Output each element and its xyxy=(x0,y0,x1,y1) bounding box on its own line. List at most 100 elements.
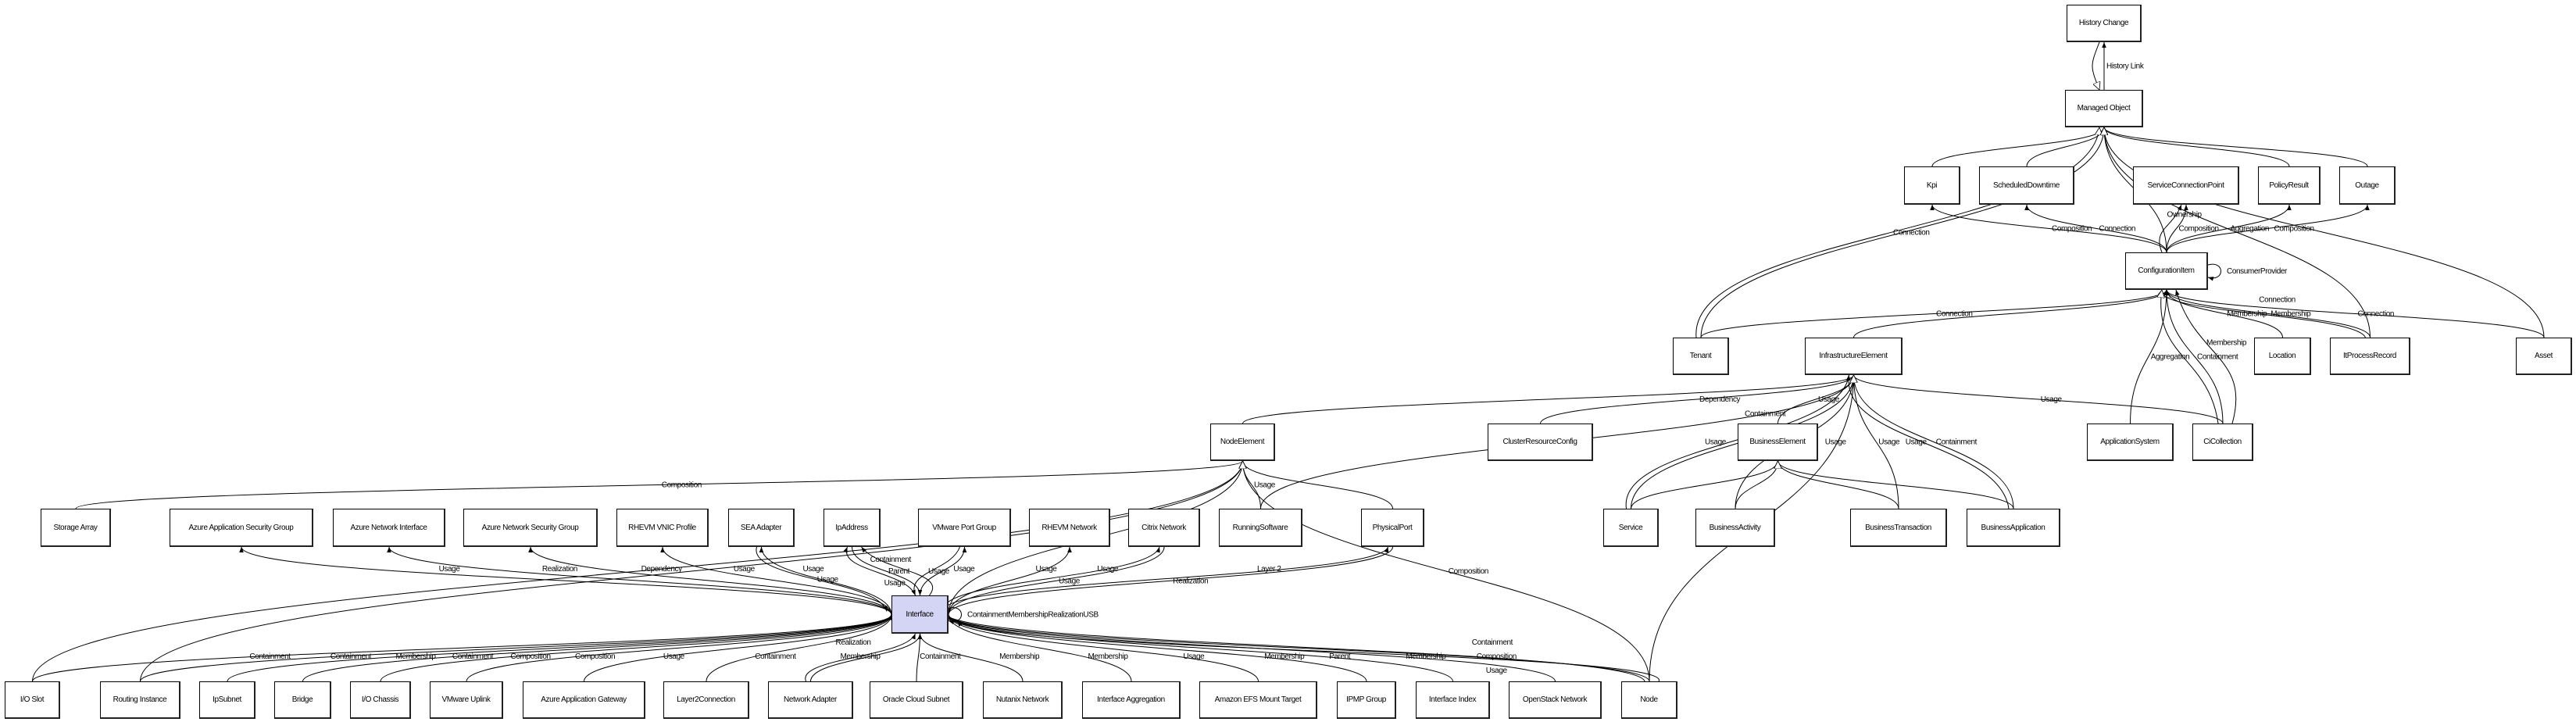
edge-interface-index-to-interface xyxy=(946,614,1453,682)
edge-application-system-to-configuration-item xyxy=(2130,289,2169,424)
edge-service-to-infrastructure-element xyxy=(1625,374,1851,509)
node-physical-port[interactable]: PhysicalPort xyxy=(1361,509,1424,547)
node-label: IPMP Group xyxy=(1346,695,1386,704)
edge-ci-collection-to-configuration-item xyxy=(2161,290,2219,424)
edge-ci-collection-to-configuration-item xyxy=(2164,289,2224,424)
node-business-application[interactable]: BusinessApplication xyxy=(1967,509,2060,547)
node-it-process-record[interactable]: ItProcessRecord xyxy=(2330,338,2410,375)
node-label: ClusterResourceConfig xyxy=(1502,438,1577,446)
edge-interface-to-ip-address xyxy=(843,546,916,596)
node-label: Nutanix Network xyxy=(995,695,1049,704)
edge-running-software-to-node-element xyxy=(1240,460,1261,509)
node-label: NodeElement xyxy=(1220,438,1265,446)
node-label: Interface xyxy=(906,609,934,619)
node-running-software[interactable]: RunningSoftware xyxy=(1219,509,1302,547)
edge-configuration-item-to-service-connection-point xyxy=(2159,204,2182,253)
node-storage-array[interactable]: Storage Array xyxy=(41,509,111,547)
node-asset[interactable]: Asset xyxy=(2516,338,2572,375)
node-rhevm-vnic[interactable]: RHEVM VNIC Profile xyxy=(616,509,709,547)
edge-business-application-to-business-element xyxy=(1778,460,2014,509)
node-interface-aggregation[interactable]: Interface Aggregation xyxy=(1082,681,1181,719)
node-interface[interactable]: Interface xyxy=(891,595,949,634)
edge-io-slot-to-interface xyxy=(32,614,894,682)
node-label: Network Adapter xyxy=(784,695,837,704)
node-label: I/O Chassis xyxy=(361,695,399,704)
edge-cluster-resource-config-to-infrastructure-element xyxy=(1540,374,1856,424)
node-label: IpAddress xyxy=(835,523,868,532)
edge-ip-address-to-interface xyxy=(852,546,923,596)
node-io-chassis[interactable]: I/O Chassis xyxy=(350,681,411,719)
node-label: IpSubnet xyxy=(213,695,241,704)
edge-bridge-to-interface xyxy=(302,614,894,682)
node-service[interactable]: Service xyxy=(1603,509,1659,547)
edge-vmware-port-group-to-interface xyxy=(911,546,960,596)
node-oracle-cloud-subnet[interactable]: Oracle Cloud Subnet xyxy=(870,681,963,719)
node-label: Outage xyxy=(2355,180,2379,190)
edge-history-change-to-managed-object xyxy=(2092,41,2099,90)
edge-network-adapter-to-interface xyxy=(805,633,916,682)
node-ip-address[interactable]: IpAddress xyxy=(824,509,881,547)
node-azure-asg[interactable]: Azure Application Security Group xyxy=(170,509,313,547)
node-kpi[interactable]: Kpi xyxy=(1904,166,1960,205)
node-nutanix-network[interactable]: Nutanix Network xyxy=(983,681,1063,719)
edge-ci-collection-to-configuration-item xyxy=(2175,289,2237,424)
node-outage[interactable]: Outage xyxy=(2339,166,2396,205)
edge-asset-to-managed-object xyxy=(2104,127,2545,338)
node-business-activity[interactable]: BusinessActivity xyxy=(1695,509,1775,547)
edge-ci-collection-to-infrastructure-element xyxy=(1851,374,2224,424)
node-ip-subnet[interactable]: IpSubnet xyxy=(199,681,255,719)
node-business-element[interactable]: BusinessElement xyxy=(1738,424,1818,461)
node-policy-result[interactable]: PolicyResult xyxy=(2258,166,2321,205)
node-openstack-network[interactable]: OpenStack Network xyxy=(1509,681,1602,719)
node-routing-instance[interactable]: Routing Instance xyxy=(100,681,180,719)
edge-azure-app-gateway-to-interface xyxy=(584,614,894,682)
node-label: RHEVM VNIC Profile xyxy=(628,523,696,532)
node-vmware-port-group[interactable]: VMware Port Group xyxy=(918,509,1011,547)
node-citrix-network[interactable]: Citrix Network xyxy=(1128,509,1200,547)
node-history-change[interactable]: History Change xyxy=(2067,5,2142,42)
node-tenant[interactable]: Tenant xyxy=(1673,338,1729,375)
edge-node-element-to-infrastructure-element xyxy=(1242,374,1854,424)
node-business-transaction[interactable]: BusinessTransaction xyxy=(1850,509,1947,547)
node-cluster-resource-config[interactable]: ClusterResourceConfig xyxy=(1488,424,1593,461)
node-layer2-connection[interactable]: Layer2Connection xyxy=(663,681,749,719)
node-label: VMware Uplink xyxy=(441,695,491,704)
node-service-connection-point[interactable]: ServiceConnectionPoint xyxy=(2133,166,2239,205)
node-label: VMware Port Group xyxy=(932,523,996,532)
edge-io-chassis-to-interface xyxy=(380,614,894,682)
node-azure-nsg[interactable]: Azure Network Security Group xyxy=(463,509,598,547)
node-interface-index[interactable]: Interface Index xyxy=(1416,681,1490,719)
node-vmware-uplink[interactable]: VMware Uplink xyxy=(430,681,503,719)
edge-layer2-connection-to-interface xyxy=(706,614,894,682)
node-managed-object[interactable]: Managed Object xyxy=(2065,90,2143,127)
edge-business-application-to-infrastructure-element xyxy=(1851,374,2014,509)
edge-interface-to-citrix-network xyxy=(943,546,1160,612)
node-ipmp-group[interactable]: IPMP Group xyxy=(1337,681,1396,719)
node-ci-collection[interactable]: CiCollection xyxy=(2192,424,2253,461)
node-node[interactable]: Node xyxy=(1621,681,1677,719)
node-application-system[interactable]: ApplicationSystem xyxy=(2087,424,2174,461)
node-network-adapter[interactable]: Network Adapter xyxy=(768,681,853,719)
node-io-slot[interactable]: I/O Slot xyxy=(5,681,60,719)
edge-outage-to-managed-object xyxy=(2104,127,2368,167)
node-location[interactable]: Location xyxy=(2254,338,2311,375)
node-infrastructure-element[interactable]: InfrastructureElement xyxy=(1805,338,1903,375)
node-label: RHEVM Network xyxy=(1041,523,1097,532)
node-label: Azure Network Security Group xyxy=(481,523,579,532)
edge-physical-port-to-interface xyxy=(946,546,1393,615)
node-azure-app-gateway[interactable]: Azure Application Gateway xyxy=(523,681,645,719)
node-azure-ni[interactable]: Azure Network Interface xyxy=(333,509,445,547)
node-node-element[interactable]: NodeElement xyxy=(1210,424,1275,461)
node-amazon-efs[interactable]: Amazon EFS Mount Target xyxy=(1199,681,1317,719)
node-scheduled-downtime[interactable]: ScheduledDowntime xyxy=(1979,166,2074,205)
node-sea-adapter[interactable]: SEA Adapter xyxy=(728,509,795,547)
node-label: I/O Slot xyxy=(20,695,45,704)
node-label: PolicyResult xyxy=(2269,180,2309,190)
node-rhevm-network[interactable]: RHEVM Network xyxy=(1029,509,1110,547)
edge-business-application-to-infrastructure-element xyxy=(1845,374,2010,509)
node-bridge[interactable]: Bridge xyxy=(274,681,331,719)
node-configuration-item[interactable]: ConfigurationItem xyxy=(2125,252,2208,290)
node-label: ServiceConnectionPoint xyxy=(2147,180,2224,190)
edge-nutanix-network-to-interface xyxy=(917,633,1024,682)
